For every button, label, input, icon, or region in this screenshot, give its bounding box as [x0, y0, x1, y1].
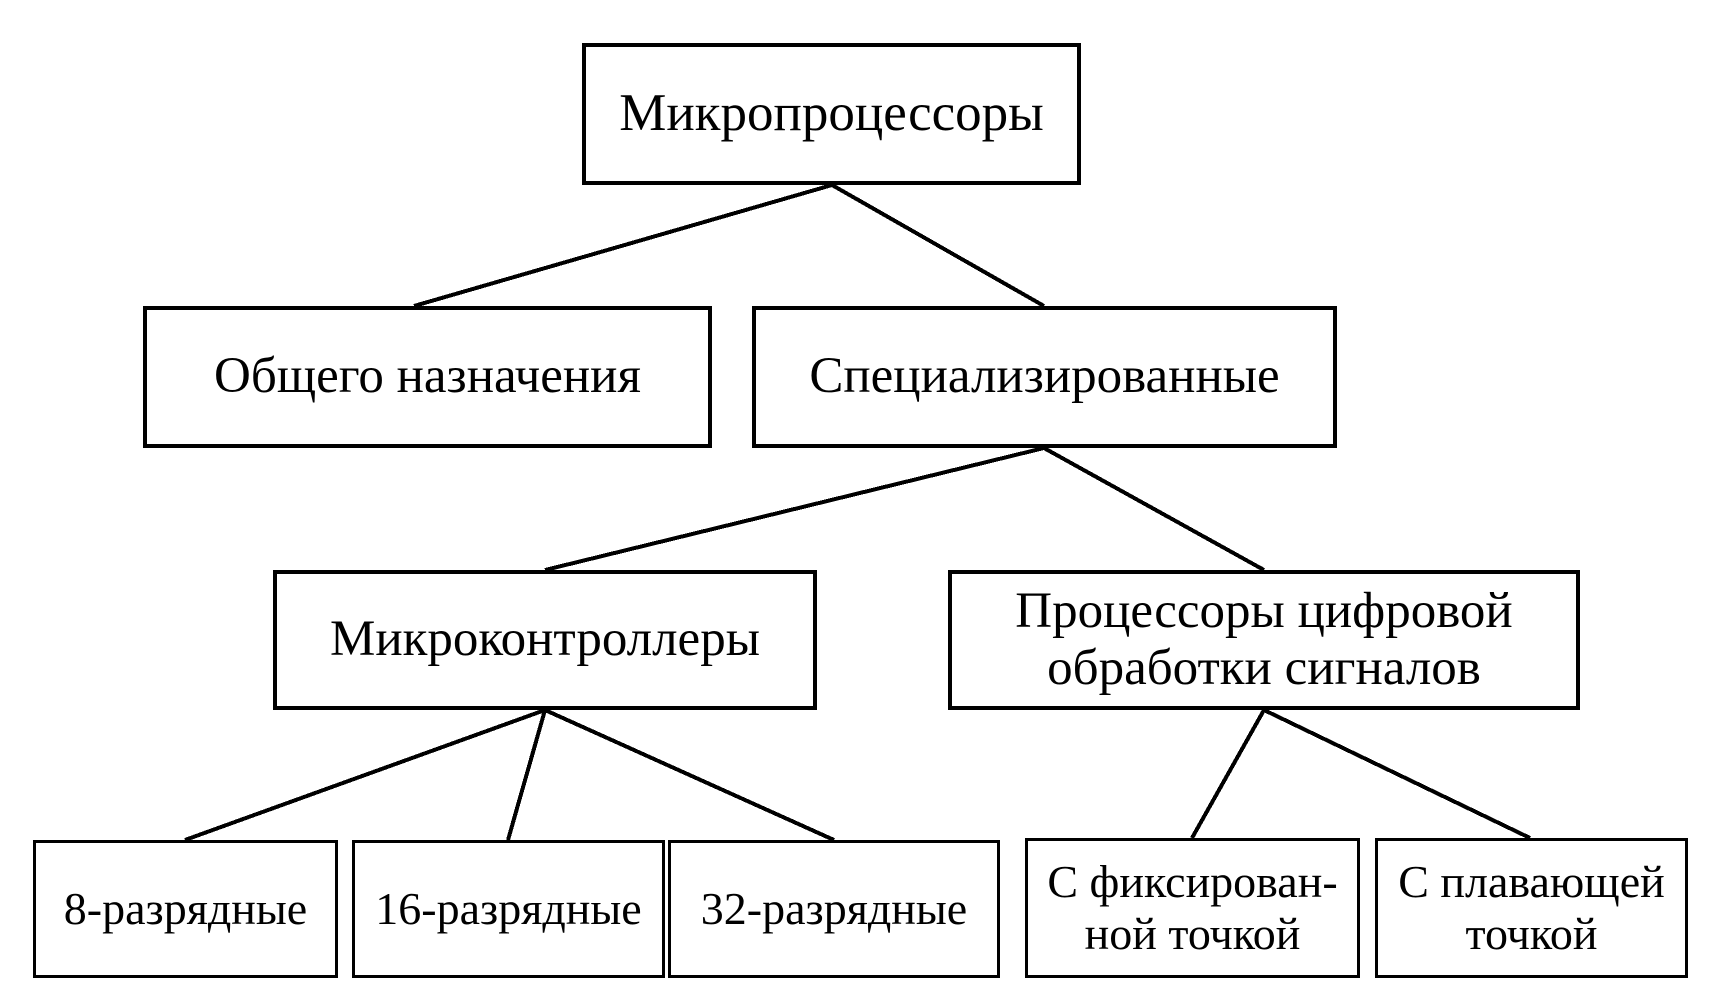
- node-label-dsp: Процессоры цифровой обработки сигналов: [1015, 582, 1513, 696]
- node-label-general-purpose: Общего назначения: [214, 348, 641, 405]
- node-floating-point[interactable]: С плавающей точкой: [1375, 838, 1688, 978]
- edge-mc-8: [184, 708, 546, 842]
- node-label-microprocessors: Микропроцессоры: [619, 84, 1044, 143]
- node-label-floating-point: С плавающей точкой: [1398, 856, 1665, 959]
- node-microprocessors[interactable]: Микропроцессоры: [582, 43, 1081, 185]
- edge-mp-sp: [831, 183, 1045, 308]
- node-label-fixed-point: С фиксирован- ной точкой: [1047, 856, 1338, 959]
- edge-sp-mc: [544, 446, 1045, 572]
- edge-mc-16: [506, 709, 547, 841]
- edge-mp-gp: [413, 183, 833, 308]
- node-label-bit16: 16-разрядные: [375, 883, 642, 935]
- edge-dsp-fl: [1263, 708, 1531, 840]
- node-bit8[interactable]: 8-разрядные: [33, 840, 338, 978]
- node-label-bit8: 8-разрядные: [63, 883, 308, 935]
- node-label-bit32: 32-разрядные: [700, 883, 968, 935]
- edge-dsp-fx: [1190, 709, 1266, 839]
- node-bit16[interactable]: 16-разрядные: [352, 840, 665, 978]
- node-dsp[interactable]: Процессоры цифровой обработки сигналов: [948, 570, 1580, 710]
- node-label-microcontrollers: Микроконтроллеры: [330, 611, 760, 668]
- node-general-purpose[interactable]: Общего назначения: [143, 306, 712, 448]
- node-specialized[interactable]: Специализированные: [752, 306, 1337, 448]
- node-bit32[interactable]: 32-разрядные: [668, 840, 1000, 978]
- edge-sp-dsp: [1043, 446, 1265, 572]
- edge-mc-32: [544, 708, 835, 842]
- node-microcontrollers[interactable]: Микроконтроллеры: [273, 570, 817, 710]
- node-label-specialized: Специализированные: [809, 348, 1280, 405]
- node-fixed-point[interactable]: С фиксирован- ной точкой: [1025, 838, 1360, 978]
